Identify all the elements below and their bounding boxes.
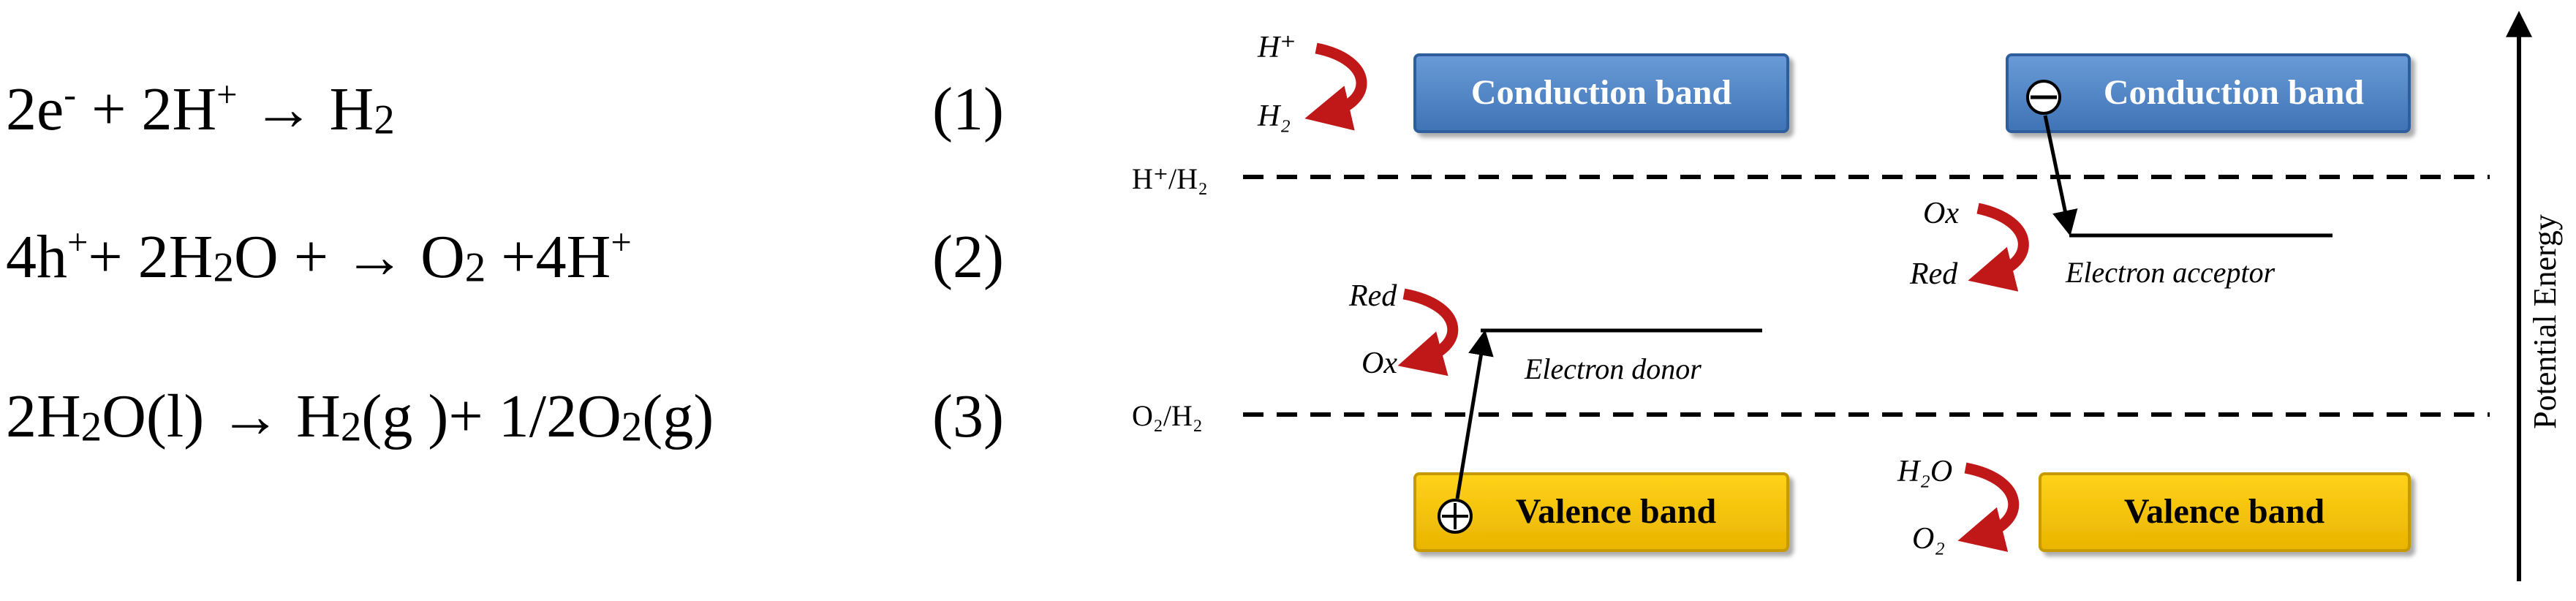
left-valence-band-label: Valence band	[1516, 492, 1717, 531]
equation-2-part: +	[67, 221, 88, 262]
acceptor-reduction-red-arrow	[1968, 203, 2029, 292]
o-level-label: O₂/H₂	[1132, 399, 1203, 432]
h-level-label: H⁺/H₂	[1132, 162, 1208, 195]
equation-3-number: (3)	[932, 382, 1004, 450]
equation-2-part: +	[611, 221, 632, 262]
equation-1-part: + 2H	[76, 75, 217, 143]
equation-2-part: 2	[464, 244, 486, 291]
right-valence-band: Valence band	[2039, 472, 2411, 552]
right-conduction-band: Conduction band	[2006, 53, 2411, 133]
equation-2-part: 2	[213, 244, 235, 291]
equation-2-part: O + → O	[234, 223, 465, 291]
water-oxidation-red-arrow	[1957, 462, 2020, 552]
equation-3-part: 2	[621, 404, 643, 450]
equation-1-part: 2	[374, 97, 395, 143]
equation-3: 2H2O(l) → H2(g )+ 1/2O2(g)	[6, 386, 714, 450]
acceptor-red-label: Red	[1909, 257, 1958, 291]
acceptor-electron-arrow	[2043, 115, 2078, 236]
equation-2-part: 4h	[6, 223, 67, 291]
o2-label: O₂	[1912, 522, 1945, 556]
equation-2-number: (2)	[932, 223, 1004, 291]
left-conduction-band: Conduction band	[1413, 53, 1789, 133]
equation-3-part: O(l) → H	[102, 382, 341, 450]
equation-1-part: 2e	[6, 75, 64, 143]
left-conduction-band-label: Conduction band	[1471, 73, 1731, 112]
equation-1-number: (1)	[932, 75, 1004, 143]
h-plus-label: H⁺	[1257, 31, 1296, 64]
electron-donor-label: Electron donor	[1524, 352, 1701, 385]
equation-1-part: -	[64, 73, 77, 115]
electron-acceptor-label: Electron acceptor	[2065, 256, 2275, 289]
right-valence-band-label: Valence band	[2124, 492, 2325, 531]
donor-electron-arrow	[1455, 330, 1494, 499]
equation-3-part: (g)	[642, 382, 714, 450]
equation-3-part: 2	[80, 404, 102, 450]
equation-3-part: (g )+ 1/2O	[361, 382, 622, 450]
equation-1-part: → H	[237, 75, 374, 143]
equation-2-part: + 2H	[88, 223, 214, 291]
donor-red-label: Red	[1348, 279, 1397, 313]
equation-2-part: +4H	[486, 223, 611, 291]
equation-3-part: 2	[340, 404, 362, 450]
equation-3-part: 2H	[6, 382, 81, 450]
h-reduction-red-arrow	[1304, 42, 1367, 131]
equation-1-part: +	[216, 73, 238, 115]
donor-ox-label: Ox	[1361, 347, 1397, 380]
potential-energy-label: Potential Energy	[2527, 214, 2563, 429]
donor-oxidation-red-arrow	[1397, 288, 1459, 377]
hole-symbol	[1438, 499, 1473, 534]
electron-symbol	[2026, 80, 2061, 115]
equation-1: 2e- + 2H+ → H2	[6, 76, 395, 143]
left-valence-band: Valence band	[1413, 472, 1789, 552]
right-conduction-band-label: Conduction band	[2104, 73, 2364, 112]
equation-2: 4h++ 2H2O + → O2 +4H+	[6, 224, 632, 291]
acceptor-ox-label: Ox	[1923, 197, 1959, 230]
h2-label: H₂	[1257, 99, 1291, 133]
h2o-label: H₂O	[1897, 455, 1952, 488]
